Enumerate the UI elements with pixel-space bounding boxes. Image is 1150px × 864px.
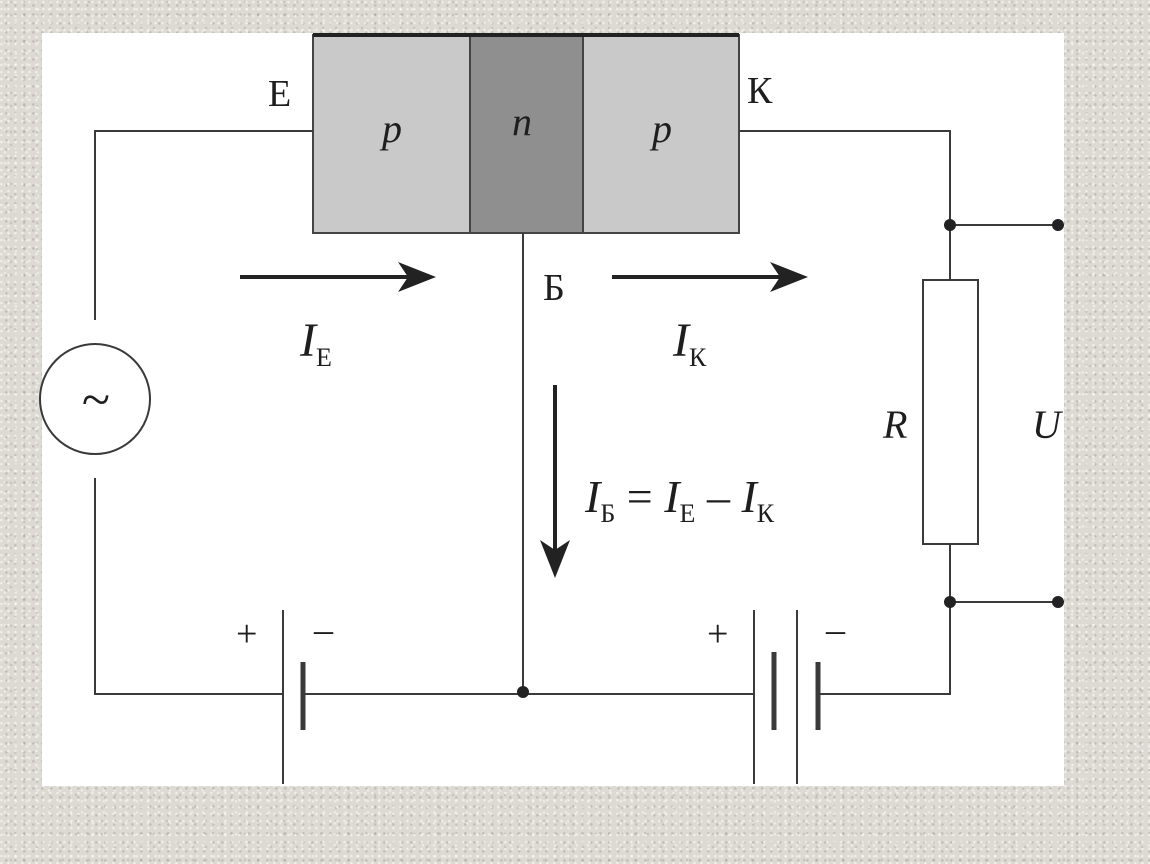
output-terminal-bottom xyxy=(1052,596,1064,608)
emitter-region xyxy=(312,34,471,234)
base-terminal-label: Б xyxy=(543,267,565,309)
current-arrows xyxy=(240,262,808,578)
emitter-region-label: p xyxy=(379,106,402,151)
collector-region xyxy=(582,34,740,234)
battery-left-plus: + xyxy=(236,613,257,655)
output-voltage-label: U xyxy=(1032,402,1064,447)
base-region-label: n xyxy=(512,99,532,144)
collector-region-label: p xyxy=(649,106,672,151)
collector-terminal-label: К xyxy=(747,70,773,112)
base-current-formula: IБ = IЕ – IК xyxy=(584,471,775,528)
ac-source-symbol: ~ xyxy=(82,372,110,429)
battery-right-minus: – xyxy=(825,609,846,651)
battery-right-plus: + xyxy=(707,613,728,655)
base-current-arrow xyxy=(540,385,570,578)
junction-right-bottom xyxy=(944,596,956,608)
junction-dots xyxy=(517,219,1064,698)
battery-left-minus: – xyxy=(313,609,334,651)
resistor-label: R xyxy=(882,402,907,447)
emitter-terminal-label: Е xyxy=(268,73,291,115)
output-terminal-top xyxy=(1052,219,1064,231)
emitter-current-label: IЕ xyxy=(299,314,332,372)
battery-right xyxy=(753,610,821,784)
collector-current-label: IК xyxy=(672,314,707,372)
junction-base-bottom xyxy=(517,686,529,698)
collector-current-arrow xyxy=(612,262,808,292)
emitter-current-arrow xyxy=(240,262,436,292)
resistor xyxy=(922,279,979,545)
ac-source: ~ xyxy=(39,343,151,455)
transistor: p n p xyxy=(312,33,740,234)
junction-right-top xyxy=(944,219,956,231)
battery-left xyxy=(282,610,306,784)
